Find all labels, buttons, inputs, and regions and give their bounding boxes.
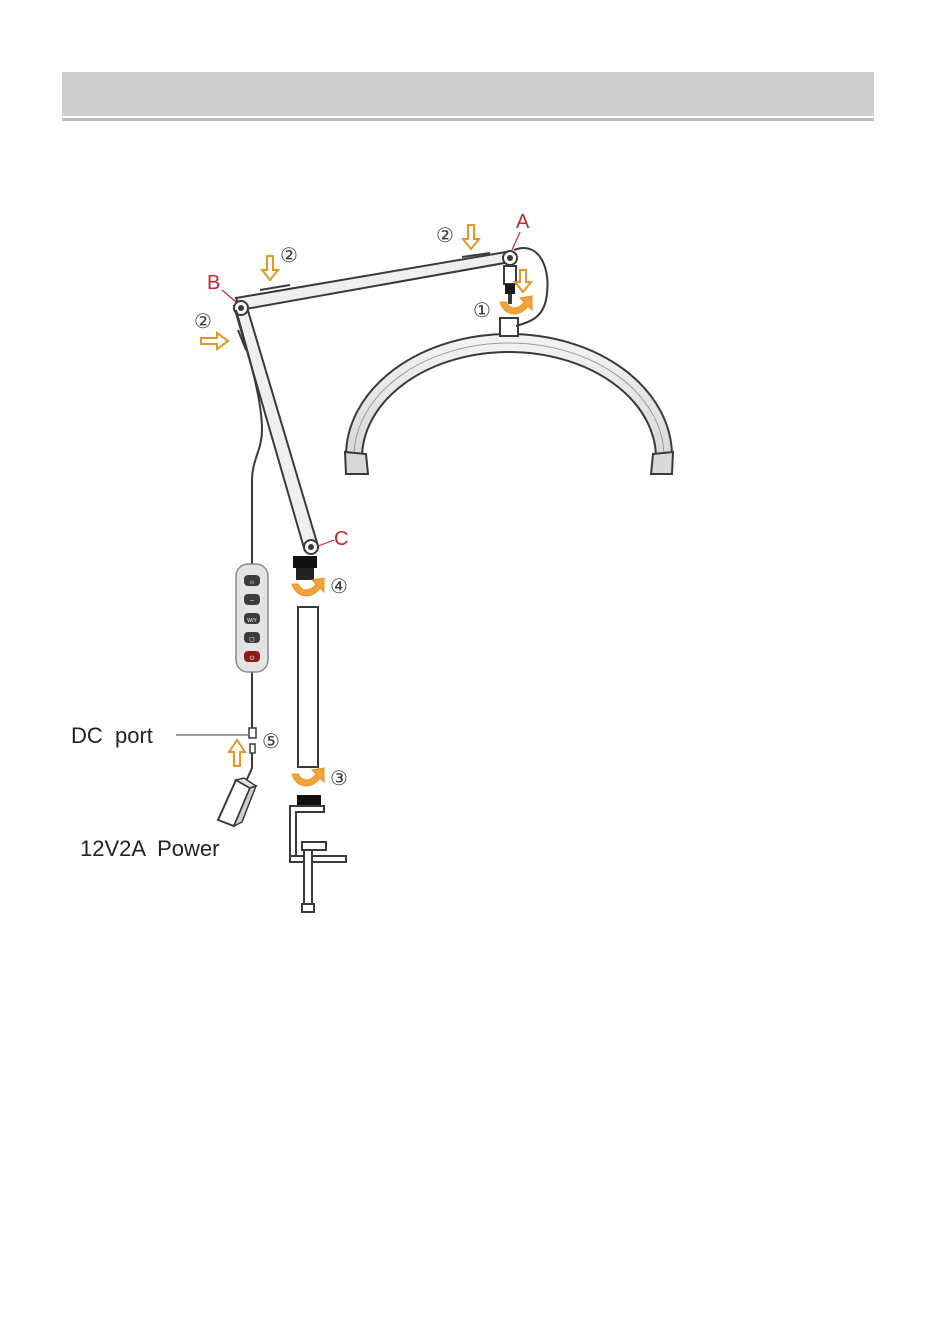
lower-arm	[234, 301, 318, 554]
power-adapter	[218, 778, 256, 826]
joint-label-a: A	[516, 211, 530, 233]
arrow-down-a	[515, 270, 531, 292]
controller-label-1: −	[250, 598, 254, 605]
joint-label-c: C	[334, 528, 348, 550]
pole-top-connector	[293, 556, 317, 580]
controller-label-3: ▢	[249, 637, 255, 643]
arrow-right-b	[201, 333, 228, 349]
step-label-1: ①	[473, 300, 491, 322]
inline-controller: ☼ − W/Y ▢ ⏻	[236, 564, 268, 672]
rotate-arrow-3	[292, 768, 324, 786]
controller-label-2: W/Y	[247, 618, 257, 624]
step-label-3: ③	[330, 768, 348, 790]
power-label: 12V2A Power	[80, 836, 219, 861]
pointer-c	[318, 540, 334, 546]
step-label-2-upper-left: ②	[280, 245, 298, 267]
step-label-2-left: ②	[194, 311, 212, 333]
arrow-down-upper-left	[262, 256, 278, 280]
arrow-up-dc	[229, 740, 245, 766]
rotate-arrow-1	[500, 296, 532, 314]
step-label-5: ⑤	[262, 731, 280, 753]
joint-label-b: B	[207, 272, 220, 294]
controller-label-4: ⏻	[250, 655, 255, 662]
ring-light	[345, 318, 673, 474]
pointer-a	[512, 232, 520, 250]
arrow-down-upper-right	[463, 225, 479, 249]
pole	[298, 607, 318, 767]
controller-label-0: ☼	[249, 579, 255, 586]
dc-port-label: DC port	[71, 723, 153, 748]
step-label-4: ④	[330, 576, 348, 598]
desk-clamp	[290, 795, 346, 912]
step-label-2-upper-right: ②	[436, 225, 454, 247]
pointer-b	[222, 290, 236, 302]
rotate-arrow-4	[292, 578, 324, 596]
